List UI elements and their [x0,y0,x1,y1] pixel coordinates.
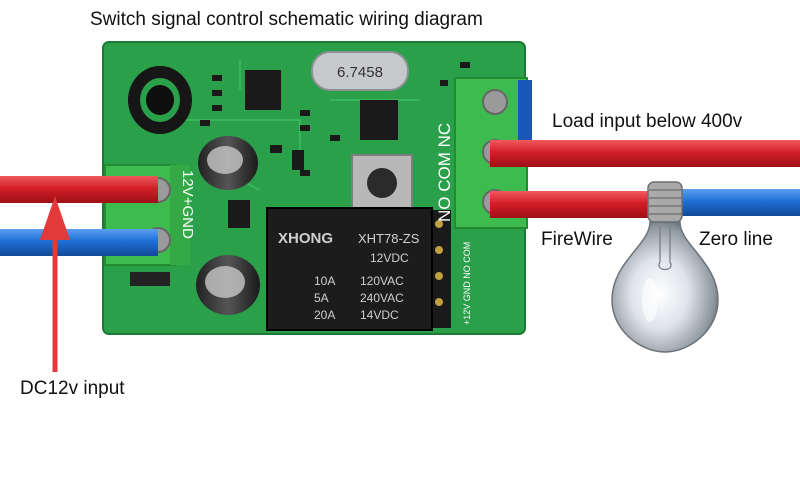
load-input-wire [490,140,800,167]
capacitor-top [198,136,258,190]
relay-coil: 12VDC [370,251,409,265]
dc-input-label: DC12v input [20,378,125,399]
tact-switch [351,154,413,212]
relay-model: XHT78-ZS [358,231,420,246]
relay-rating-volt: 14VDC [360,308,399,322]
dc-input-arrow [40,196,70,372]
firewire-label: FireWire [541,229,613,250]
coil [128,66,192,134]
terminal-right-label: NO COM NC [435,123,454,222]
dc-positive-wire [0,176,158,203]
dc-negative-wire [0,229,158,256]
zero-line-wire [678,189,800,216]
terminal-left-label: 12V+GND [179,170,196,239]
crystal-label: 6.7458 [337,64,383,81]
crystal-oscillator: 6.7458 [311,51,409,91]
relay-rating-amp: 20A [314,308,335,322]
diode [130,272,170,286]
relay-brand: XHONG [278,230,333,247]
relay-rating-amp: 10A [314,274,335,288]
capacitor-bottom [196,255,260,315]
zero-line-label: Zero line [699,229,773,250]
relay-rating-volt: 240VAC [360,291,404,305]
firewire-wire [490,191,652,218]
light-bulb-icon [611,181,719,353]
pin-labels: +12V GND NO COM [462,242,472,325]
relay-rating-volt: 120VAC [360,274,404,288]
pcb-board: 6.7458 +12V GND NO COM [102,41,526,335]
relay: XHONG XHT78-ZS 12VDC 10A 120VAC 5A 240VA… [266,207,433,331]
load-input-label: Load input below 400v [552,111,743,132]
diagram-title: Switch signal control schematic wiring d… [90,9,483,30]
relay-rating-amp: 5A [314,291,329,305]
